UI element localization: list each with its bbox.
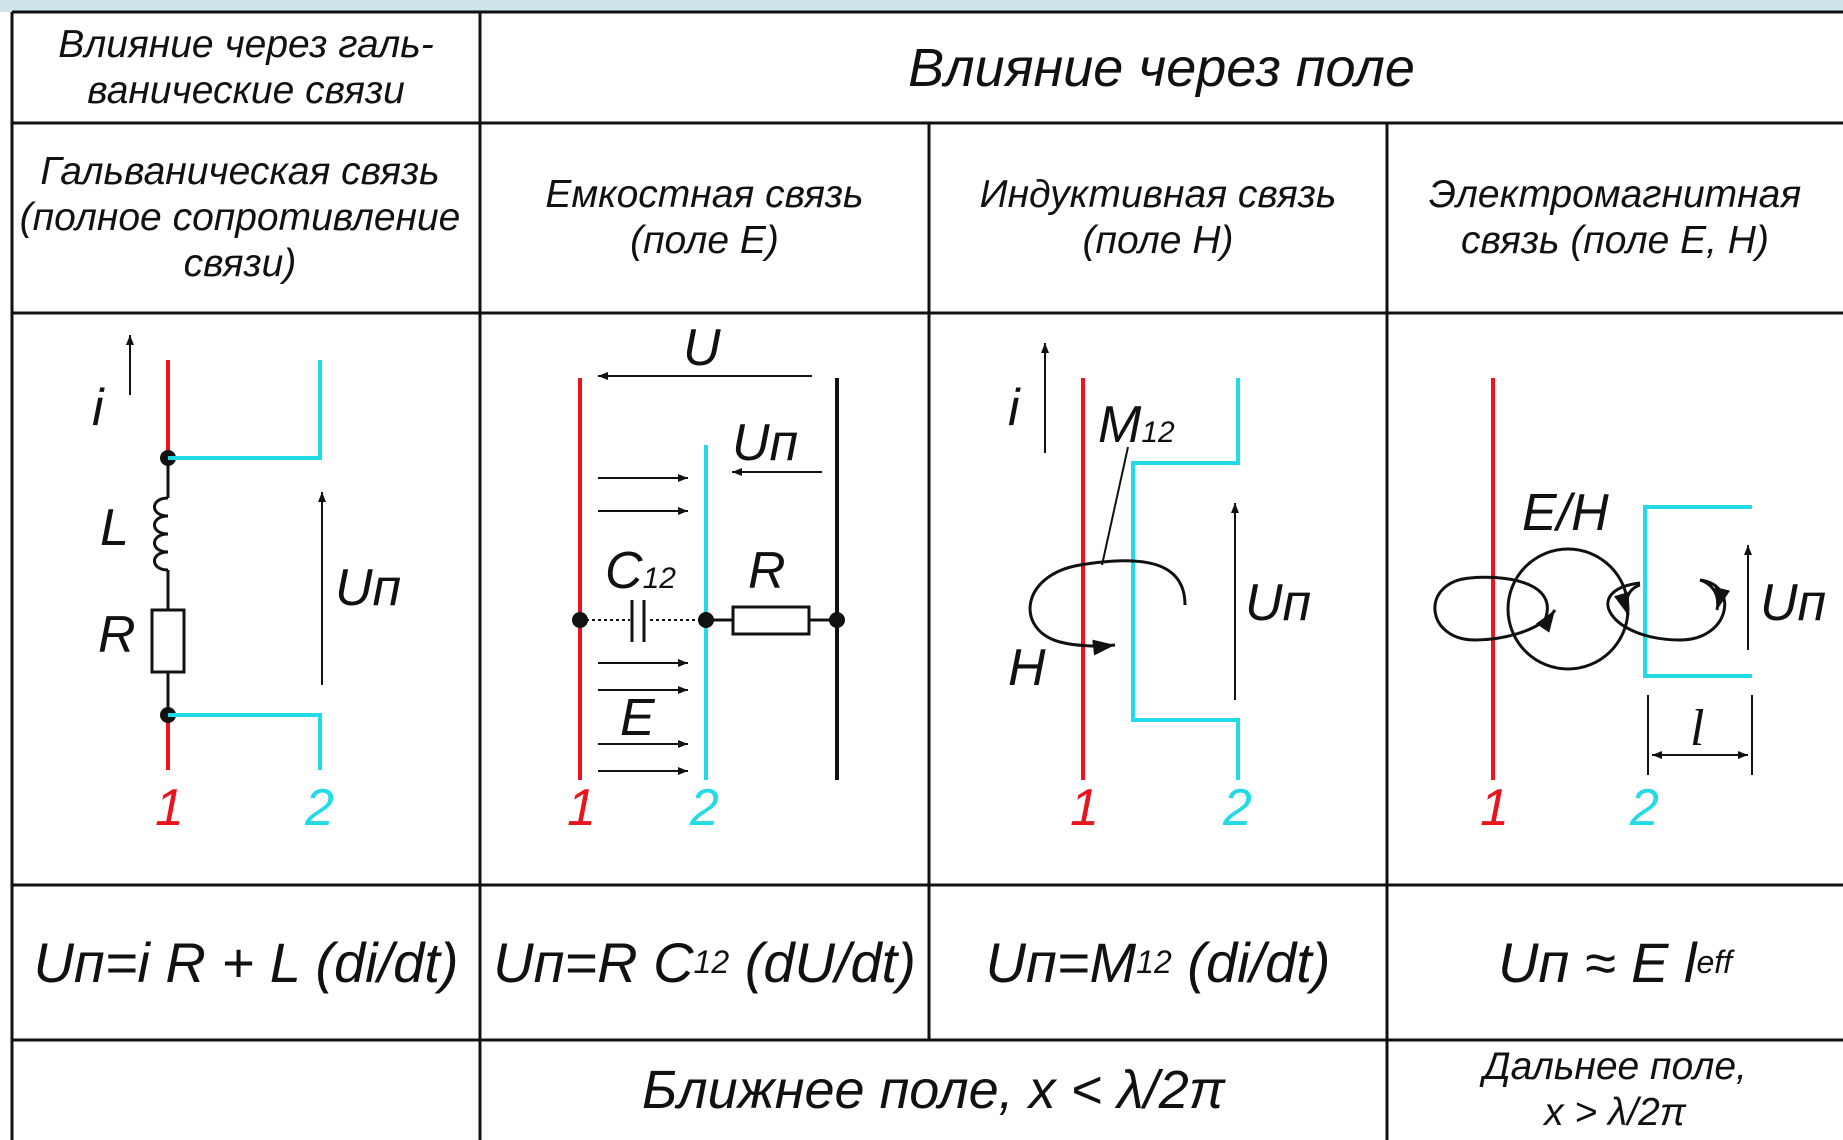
e-field-label: E bbox=[620, 689, 656, 747]
resistor-icon bbox=[731, 605, 811, 636]
voltage-label: Uп bbox=[335, 559, 401, 617]
far-field-line1: Дальнее поле, bbox=[1483, 1045, 1747, 1088]
e-field-arrows bbox=[598, 474, 688, 775]
header-field-group: Влияние через поле bbox=[908, 37, 1415, 98]
electromagnetic-diagram: E/H Uп l 1 2 bbox=[1433, 378, 1826, 837]
node-dot bbox=[829, 612, 845, 628]
line2-number: 2 bbox=[304, 779, 334, 837]
inductive-diagram: i M12 Uп H 1 2 bbox=[1008, 343, 1311, 837]
line1-number: 1 bbox=[155, 779, 184, 837]
footer-near-field: Ближнее поле, x < λ/2π bbox=[642, 1060, 1225, 1120]
field-loop-left bbox=[1433, 575, 1557, 642]
line2-conductor-lower bbox=[168, 713, 322, 770]
resistor-label: R bbox=[98, 606, 136, 664]
line2-conductor-upper bbox=[168, 360, 322, 460]
current-label: i bbox=[1008, 379, 1021, 437]
length-label: l bbox=[1690, 700, 1704, 757]
resistor-icon bbox=[150, 608, 186, 674]
u-label: U bbox=[683, 319, 721, 377]
line1-number: 1 bbox=[567, 779, 596, 837]
voltage-label: Uп bbox=[1760, 574, 1826, 632]
line2-number: 2 bbox=[689, 779, 719, 837]
line1-number: 1 bbox=[1070, 779, 1099, 837]
up-label: Uп bbox=[732, 414, 798, 472]
node-dot bbox=[572, 612, 588, 628]
current-label: i bbox=[92, 379, 105, 437]
header-inductive: Индуктивная связь (поле H) bbox=[979, 173, 1337, 262]
footer-far-field: Дальнее поле, x > λ/2π bbox=[1387, 1040, 1843, 1140]
line2-conductor bbox=[1131, 378, 1240, 780]
header-galvanic-group: Влияние через галь-ванические связи bbox=[58, 22, 434, 112]
line1-number: 1 bbox=[1480, 779, 1509, 837]
resistor-label: R bbox=[748, 542, 786, 600]
window-top-strip bbox=[0, 0, 1843, 12]
formula-galvanic: Uп=i R + L (di/dt) bbox=[33, 931, 459, 994]
capacitive-diagram: U Uп C12 R E 1 2 bbox=[567, 319, 845, 837]
line2-number: 2 bbox=[1629, 779, 1659, 837]
far-field-line2: x > λ/2π bbox=[1544, 1091, 1686, 1134]
capacitor-label: C12 bbox=[605, 542, 676, 600]
header-electromagnetic: Электромагнитная связь (поле E, H) bbox=[1428, 173, 1802, 262]
footer-galvanic bbox=[12, 1040, 480, 1140]
inductor-icon bbox=[153, 496, 169, 572]
line2-conductor bbox=[1643, 505, 1752, 678]
field-label: E/H bbox=[1522, 484, 1609, 542]
inductor-label: L bbox=[100, 499, 129, 557]
mutual-pointer bbox=[1101, 446, 1129, 566]
voltage-label: Uп bbox=[1245, 574, 1311, 632]
h-field-loop bbox=[1028, 559, 1187, 656]
line2-number: 2 bbox=[1222, 779, 1252, 837]
field-loop-right bbox=[1614, 583, 1641, 616]
mutual-label: M12 bbox=[1098, 396, 1175, 454]
header-capacitive: Емкостная связь (поле E) bbox=[545, 173, 864, 262]
header-galvanic: Гальваническая связь (полное сопротивлен… bbox=[19, 150, 461, 285]
h-field-label: H bbox=[1008, 639, 1046, 697]
galvanic-diagram: i L R Uп 1 2 bbox=[92, 335, 401, 837]
